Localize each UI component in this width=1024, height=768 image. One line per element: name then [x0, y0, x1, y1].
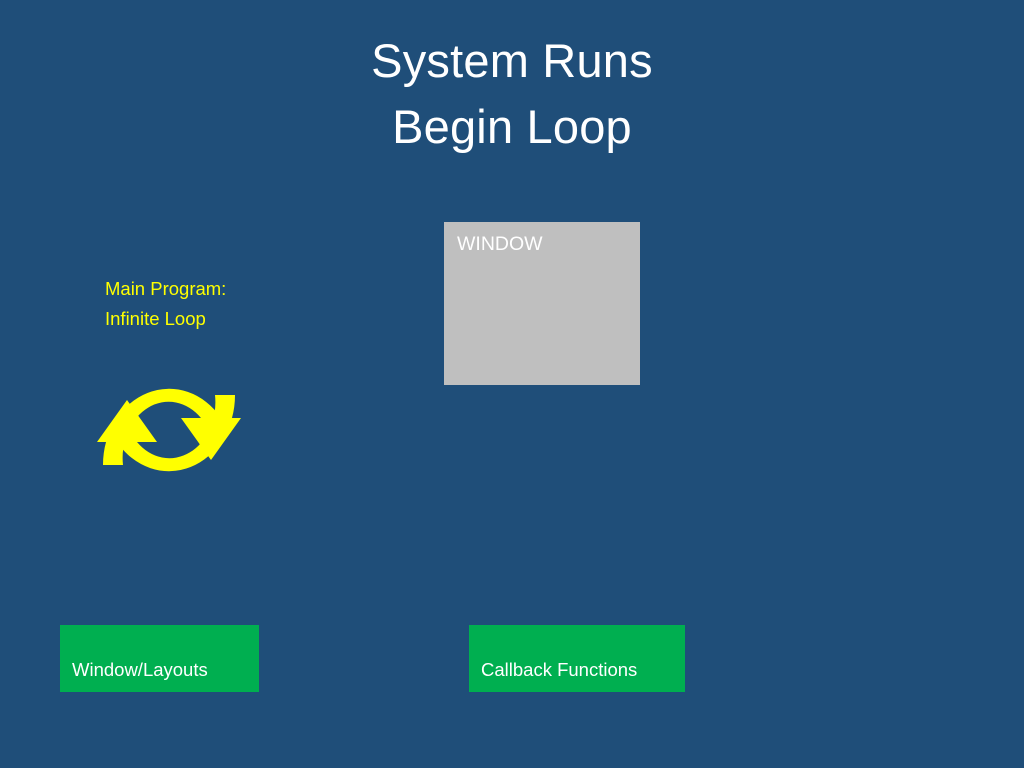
page-title-line-1: System Runs [371, 34, 653, 87]
main-program-caption-line-1: Main Program: [105, 278, 227, 299]
page-title-line-2: Begin Loop [392, 100, 632, 153]
callback-functions-box: Callback Functions [469, 625, 685, 692]
main-program-caption: Main Program: Infinite Loop [105, 274, 226, 334]
window-layouts-box: Window/Layouts [60, 625, 259, 692]
circular-loop-arrows-icon [97, 348, 241, 512]
window-rectangle: WINDOW [444, 222, 640, 385]
page-title: System Runs Begin Loop [0, 28, 1024, 160]
window-rectangle-label: WINDOW [457, 233, 543, 255]
callback-functions-box-label: Callback Functions [481, 659, 638, 680]
main-program-caption-line-2: Infinite Loop [105, 308, 206, 329]
window-layouts-box-label: Window/Layouts [72, 659, 208, 680]
